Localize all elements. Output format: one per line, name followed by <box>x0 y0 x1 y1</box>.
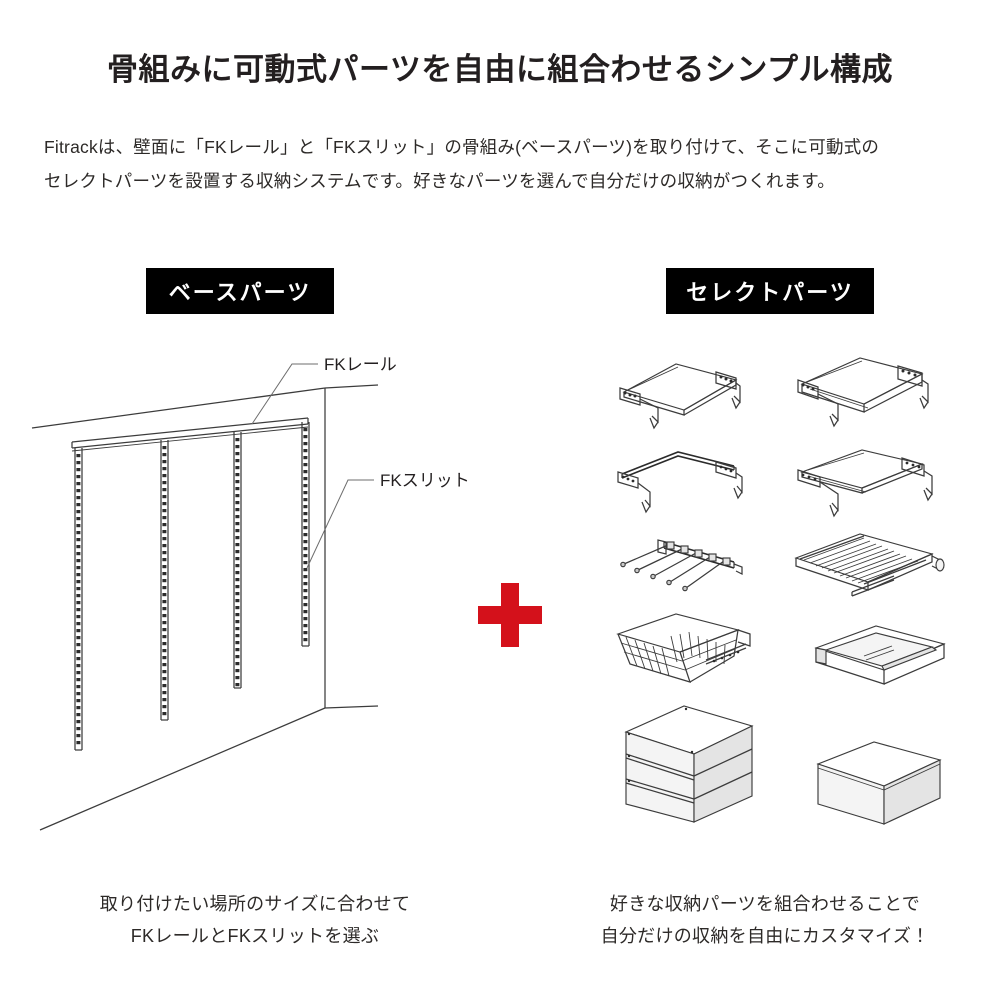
part-slacks-hanger-rack <box>620 539 743 592</box>
plus-separator-icon <box>478 583 542 647</box>
fk-slit-strip-4 <box>301 422 310 647</box>
callout-fk-rail: FKレール <box>251 355 397 425</box>
part-shelf-frame-narrow <box>619 363 741 430</box>
fk-slit-strip-2 <box>160 440 169 721</box>
fk-slit-strip-3 <box>233 432 242 689</box>
intro-line-2: セレクトパーツを設置する収納システムです。好きなパーツを選んで自分だけの収納がつ… <box>44 171 835 191</box>
caption-select-parts: 好きな収納パーツを組合わせることで 自分だけの収納を自由にカスタマイズ！ <box>550 888 980 952</box>
plus-vertical-bar <box>501 583 519 647</box>
caption-base-line-1: 取り付けたい場所のサイズに合わせて <box>99 894 411 914</box>
intro-paragraph: Fitrackは、壁面に「FKレール」と「FKスリット」の骨組み(ベースパーツ)… <box>44 130 956 198</box>
part-open-hanger-frame <box>617 451 743 514</box>
floor-lines <box>39 705 379 831</box>
fk-slit-strip-1 <box>74 448 83 751</box>
select-parts-gallery <box>560 340 980 830</box>
caption-base-line-2: FKレールとFKスリットを選ぶ <box>130 926 380 946</box>
callout-fk-slit: FKスリット <box>306 471 470 569</box>
section-badge-select-parts: セレクトパーツ <box>666 268 874 314</box>
callout-fk-rail-label: FKレール <box>324 355 397 374</box>
part-shelf-frame-deep <box>797 357 929 428</box>
part-shelf-with-brackets <box>797 449 933 518</box>
section-badge-base-parts: ベースパーツ <box>146 268 334 314</box>
caption-select-line-2: 自分だけの収納を自由にカスタマイズ！ <box>600 926 930 946</box>
ceiling-lines <box>31 384 379 429</box>
part-wire-mesh-basket <box>616 613 751 683</box>
part-shallow-tray-box <box>814 625 946 685</box>
base-parts-diagram: FKレール FKスリット <box>30 330 480 870</box>
part-three-drawer-chest <box>624 705 754 823</box>
intro-line-1: Fitrackは、壁面に「FKレール」と「FKスリット」の骨組み(ベースパーツ)… <box>44 137 880 157</box>
fk-rail-beam <box>71 417 309 452</box>
callout-fk-slit-label: FKスリット <box>380 471 470 490</box>
part-open-storage-box <box>816 741 942 825</box>
caption-base-parts: 取り付けたい場所のサイズに合わせて FKレールとFKスリットを選ぶ <box>40 888 470 952</box>
part-slide-out-trouser-rack <box>794 533 945 597</box>
caption-select-line-1: 好きな収納パーツを組合わせることで <box>609 894 921 914</box>
page-title: 骨組みに可動式パーツを自由に組合わせるシンプル構成 <box>107 52 893 87</box>
